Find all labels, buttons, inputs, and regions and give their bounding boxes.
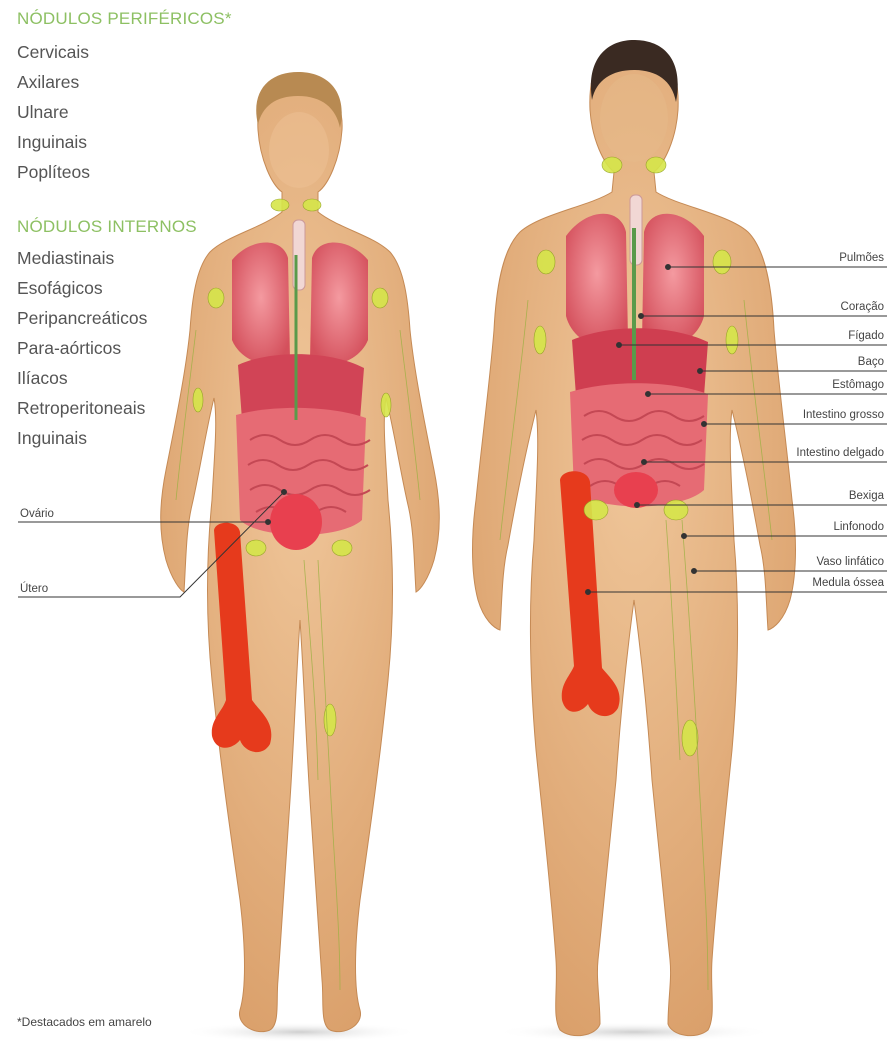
label-coracao: Coração [841,301,884,313]
internal-item: Peripancreáticos [17,303,147,333]
female-labels: Ovário Útero [20,508,54,595]
male-figure [473,40,796,1042]
label-intestino-delgado: Intestino delgado [796,447,884,459]
internal-item: Ilíacos [17,363,147,393]
female-figure [161,72,440,1042]
label-figado: Fígado [848,330,884,342]
label-medula-ossea: Medula óssea [812,577,884,589]
internal-item: Inguinais [17,423,147,453]
label-estomago: Estômago [832,379,884,391]
peripheral-item: Inguinais [17,127,90,157]
label-vaso-linfatico: Vaso linfático [816,556,884,568]
internal-item: Retroperitoneais [17,393,147,423]
internal-item: Esofágicos [17,273,147,303]
male-labels: Pulmões Coração Fígado Baço Estômago Int… [796,252,884,589]
internal-item: Mediastinais [17,243,147,273]
label-intestino-grosso: Intestino grosso [803,409,884,421]
internal-node-list: Mediastinais Esofágicos Peripancreáticos… [17,243,147,453]
peripheral-item: Cervicais [17,37,90,67]
label-linfonodo: Linfonodo [833,521,884,533]
peripheral-node-list: Cervicais Axilares Ulnare Inguinais Popl… [17,37,90,187]
peripheral-heading: NÓDULOS PERIFÉRICOS* [17,9,232,29]
peripheral-item: Axilares [17,67,90,97]
label-utero: Útero [20,582,48,595]
internal-heading: NÓDULOS INTERNOS [17,217,197,237]
label-baco: Baço [858,356,884,368]
internal-item: Para-aórticos [17,333,147,363]
peripheral-item: Ulnare [17,97,90,127]
label-pulmoes: Pulmões [839,252,884,264]
label-bexiga: Bexiga [849,490,885,502]
label-ovario: Ovário [20,508,54,520]
peripheral-item: Poplíteos [17,157,90,187]
footnote: *Destacados em amarelo [17,1015,152,1029]
